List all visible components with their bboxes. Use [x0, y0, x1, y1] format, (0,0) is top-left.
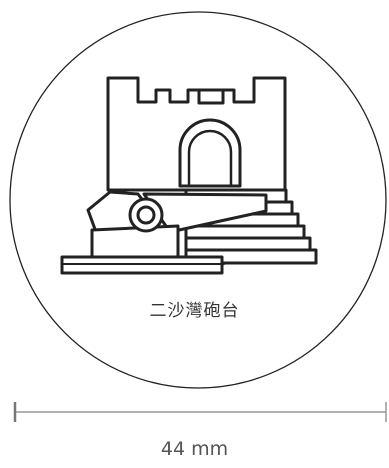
badge-circle: [9, 11, 387, 389]
dimension-label: 44 mm: [160, 438, 229, 460]
badge-caption: 二沙灣砲台: [149, 301, 240, 321]
fort-with-cannon-icon: [60, 76, 318, 275]
dimension-line: [13, 402, 387, 422]
